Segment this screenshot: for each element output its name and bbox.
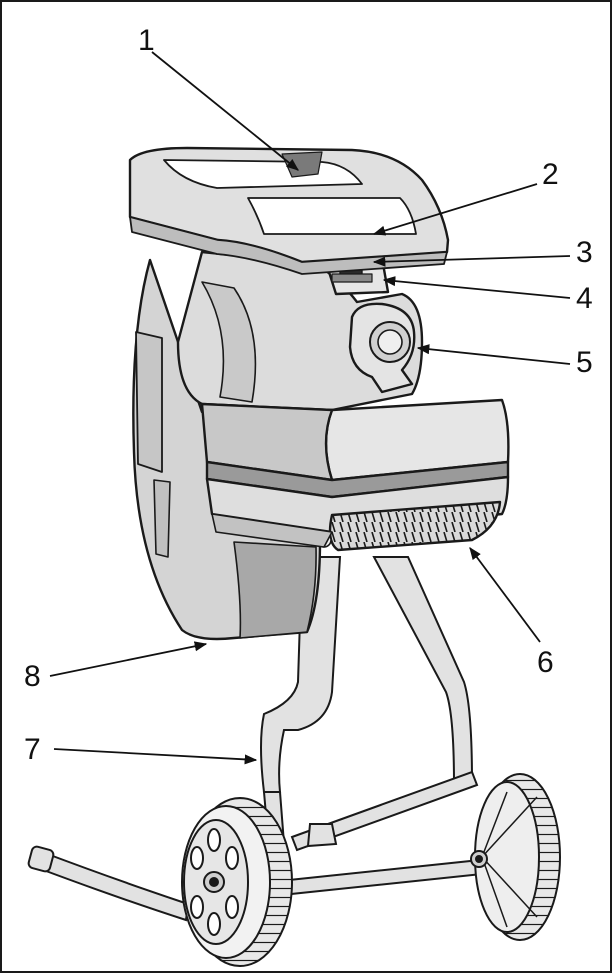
callout-label-7: 7 (24, 733, 41, 766)
leader-1 (151, 51, 299, 171)
callout-label-2: 2 (542, 158, 559, 191)
callout-label-1: 1 (138, 24, 155, 57)
left-wheel (181, 797, 293, 967)
leader-6 (469, 546, 541, 643)
callout-label-8: 8 (24, 660, 41, 693)
leader-8 (49, 641, 208, 677)
callout-leaders (49, 51, 571, 765)
callout-label-6: 6 (537, 646, 554, 679)
leader-2 (372, 183, 538, 236)
callout-label-4: 4 (576, 282, 593, 315)
callout-label-5: 5 (576, 346, 593, 379)
right-wheel (470, 773, 561, 941)
callout-label-3: 3 (576, 236, 593, 269)
leader-5 (416, 344, 571, 365)
leader-7 (53, 748, 258, 765)
leader-4 (382, 276, 571, 299)
shredder-body (128, 146, 510, 641)
leader-3 (372, 255, 571, 267)
